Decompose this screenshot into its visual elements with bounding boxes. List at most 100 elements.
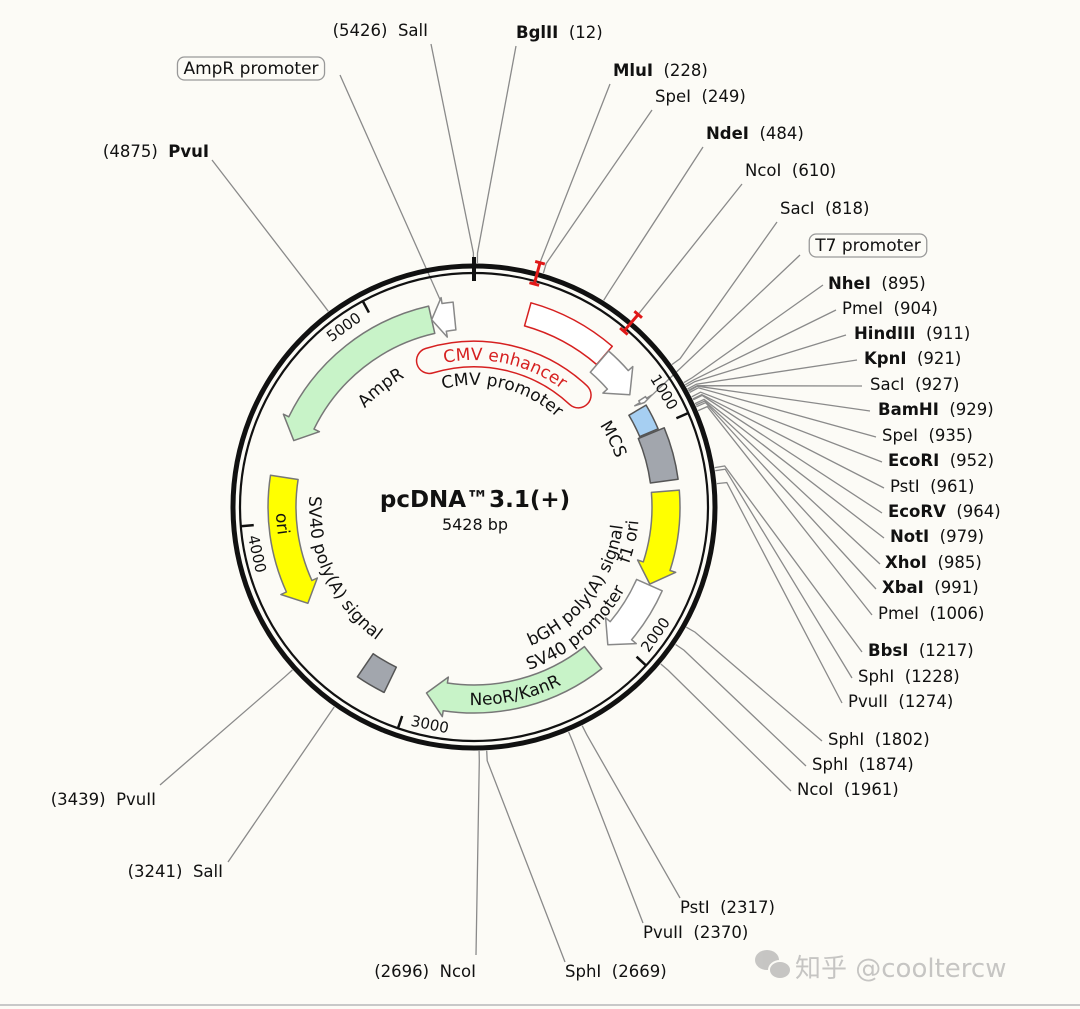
- restriction-site-bglii[interactable]: BglII (12): [516, 23, 603, 42]
- restriction-site-bamhi[interactable]: BamHI (929): [878, 400, 994, 419]
- restriction-site-sphi[interactable]: SphI (1228): [858, 667, 960, 686]
- site-leader-line: [714, 465, 863, 653]
- site-leader-line: [715, 468, 853, 679]
- feature-cmv-promoter[interactable]: [589, 350, 634, 396]
- restriction-site-psti[interactable]: PstI (2317): [680, 898, 775, 917]
- restriction-site-pvuii[interactable]: (3439) PvuII: [51, 790, 156, 809]
- feature-label-ampr: AmpR: [354, 364, 407, 412]
- site-position: (1217): [908, 641, 973, 660]
- restriction-site-xhoi[interactable]: XhoI (985): [885, 553, 982, 572]
- site-leader-line: [685, 334, 847, 388]
- restriction-site-spei[interactable]: SpeI (935): [882, 426, 973, 445]
- site-leader-line: [716, 481, 843, 704]
- site-leader-line: [227, 706, 335, 863]
- restriction-site-pvuii[interactable]: PvuII (1274): [848, 692, 953, 711]
- watermark-text: 知乎 @cooltercw: [795, 954, 1006, 984]
- restriction-site-ncoi[interactable]: (2696) NcoI: [374, 962, 476, 981]
- restriction-site-labels: (5426) SalI BglII (12) MluI (228) SpeI (249…: [51, 21, 1001, 981]
- site-position: (2669): [601, 962, 666, 981]
- site-leader-line: [685, 626, 823, 742]
- site-position: (12): [558, 23, 602, 42]
- feature-sv40-poly-a-signal[interactable]: [356, 652, 398, 694]
- site-name: SphI: [828, 730, 864, 749]
- site-position: (5426): [333, 21, 398, 40]
- site-name: PvuI: [168, 142, 209, 161]
- restriction-site-nhei[interactable]: NheI (895): [828, 274, 926, 293]
- site-name: EcoRV: [888, 502, 946, 521]
- site-name: NcoI: [440, 962, 476, 981]
- restriction-site-pvui[interactable]: (4875) PvuI: [103, 142, 209, 161]
- site-name: SacI: [780, 199, 815, 218]
- wechat-icon: [755, 950, 792, 980]
- callout-ampr-promoter[interactable]: AmpR promoter: [176, 56, 326, 81]
- site-leader-line: [695, 400, 881, 565]
- feature-sv40-promoter[interactable]: [604, 578, 663, 646]
- restriction-site-sali[interactable]: (5426) SalI: [333, 21, 428, 40]
- site-position: (904): [883, 299, 938, 318]
- site-position: (2370): [683, 923, 748, 942]
- site-name: NcoI: [797, 780, 833, 799]
- restriction-site-pmei[interactable]: PmeI (904): [842, 299, 938, 318]
- site-leader-line: [581, 725, 681, 899]
- restriction-site-psti[interactable]: PstI (961): [890, 477, 974, 496]
- site-name: PstI: [890, 477, 920, 496]
- site-name: NheI: [828, 274, 871, 293]
- site-position: (610): [781, 161, 836, 180]
- restriction-site-ndei[interactable]: NdeI (484): [706, 124, 804, 143]
- site-name: HindIII: [854, 324, 915, 343]
- restriction-site-ecorv[interactable]: EcoRV (964): [888, 502, 1001, 521]
- restriction-site-hindiii[interactable]: HindIII (911): [854, 324, 970, 343]
- site-leader-line: [430, 43, 475, 263]
- feature-ampr[interactable]: [282, 305, 436, 442]
- callout-t7-promoter[interactable]: T7 promoter: [808, 233, 928, 258]
- site-leader-line: [694, 398, 885, 539]
- tick-mark: [396, 715, 404, 729]
- site-name: PmeI: [842, 299, 883, 318]
- restriction-site-sphi[interactable]: SphI (1802): [828, 730, 930, 749]
- restriction-site-sali[interactable]: (3241) SalI: [128, 862, 223, 881]
- watermark: 知乎 @cooltercw: [755, 950, 1006, 984]
- restriction-site-pmei[interactable]: PmeI (1006): [878, 604, 984, 623]
- site-name: SpeI: [655, 87, 691, 106]
- feature-ori[interactable]: [267, 474, 319, 605]
- features: [267, 296, 681, 718]
- feature-f1-ori[interactable]: [636, 489, 681, 585]
- restriction-site-sphi[interactable]: SphI (1874): [812, 755, 914, 774]
- restriction-site-saci[interactable]: SacI (818): [780, 199, 869, 218]
- tick-mark: [635, 655, 647, 667]
- restriction-site-ncoi[interactable]: NcoI (1961): [797, 780, 899, 799]
- site-leader-line: [689, 387, 877, 438]
- backbone-ring: [230, 257, 718, 751]
- promoter-callouts: AmpR promoter T7 promoter: [176, 56, 928, 258]
- restriction-site-xbai[interactable]: XbaI (991): [882, 578, 979, 597]
- restriction-site-saci[interactable]: SacI (927): [870, 375, 959, 394]
- site-name: BglII: [516, 23, 558, 42]
- site-name: EcoRI: [888, 451, 939, 470]
- site-name: XhoI: [885, 553, 927, 572]
- cmv-enhancer-label-box-fill: [417, 342, 591, 408]
- restriction-site-noti[interactable]: NotI (979): [890, 527, 984, 546]
- restriction-site-bbsi[interactable]: BbsI (1217): [868, 641, 974, 660]
- site-position: (961): [920, 477, 975, 496]
- feature-mcs[interactable]: [628, 404, 659, 438]
- feature-bgh-poly-a-signal[interactable]: [637, 427, 679, 484]
- site-position: (1228): [894, 667, 959, 686]
- site-leader-line: [159, 669, 293, 786]
- restriction-site-spei[interactable]: SpeI (249): [655, 87, 746, 106]
- restriction-site-kpni[interactable]: KpnI (921): [864, 349, 961, 368]
- feature-ampr-promoter[interactable]: [430, 296, 457, 338]
- feature-neor-kanr[interactable]: [425, 645, 603, 718]
- site-name: SalI: [398, 21, 428, 40]
- site-leader-line: [691, 391, 883, 463]
- site-name: SpeI: [882, 426, 918, 445]
- site-name: NotI: [890, 527, 929, 546]
- restriction-site-pvuii[interactable]: PvuII (2370): [643, 923, 748, 942]
- site-name: PstI: [680, 898, 710, 917]
- restriction-site-mlui[interactable]: MluI (228): [613, 61, 708, 80]
- feature-t7-promoter[interactable]: [634, 394, 653, 407]
- unique-site-marker: [529, 260, 546, 287]
- restriction-site-ecori[interactable]: EcoRI (952): [888, 451, 994, 470]
- restriction-site-ncoi[interactable]: NcoI (610): [745, 161, 836, 180]
- site-leader-line: [683, 284, 824, 384]
- restriction-site-sphi[interactable]: SphI (2669): [565, 962, 667, 981]
